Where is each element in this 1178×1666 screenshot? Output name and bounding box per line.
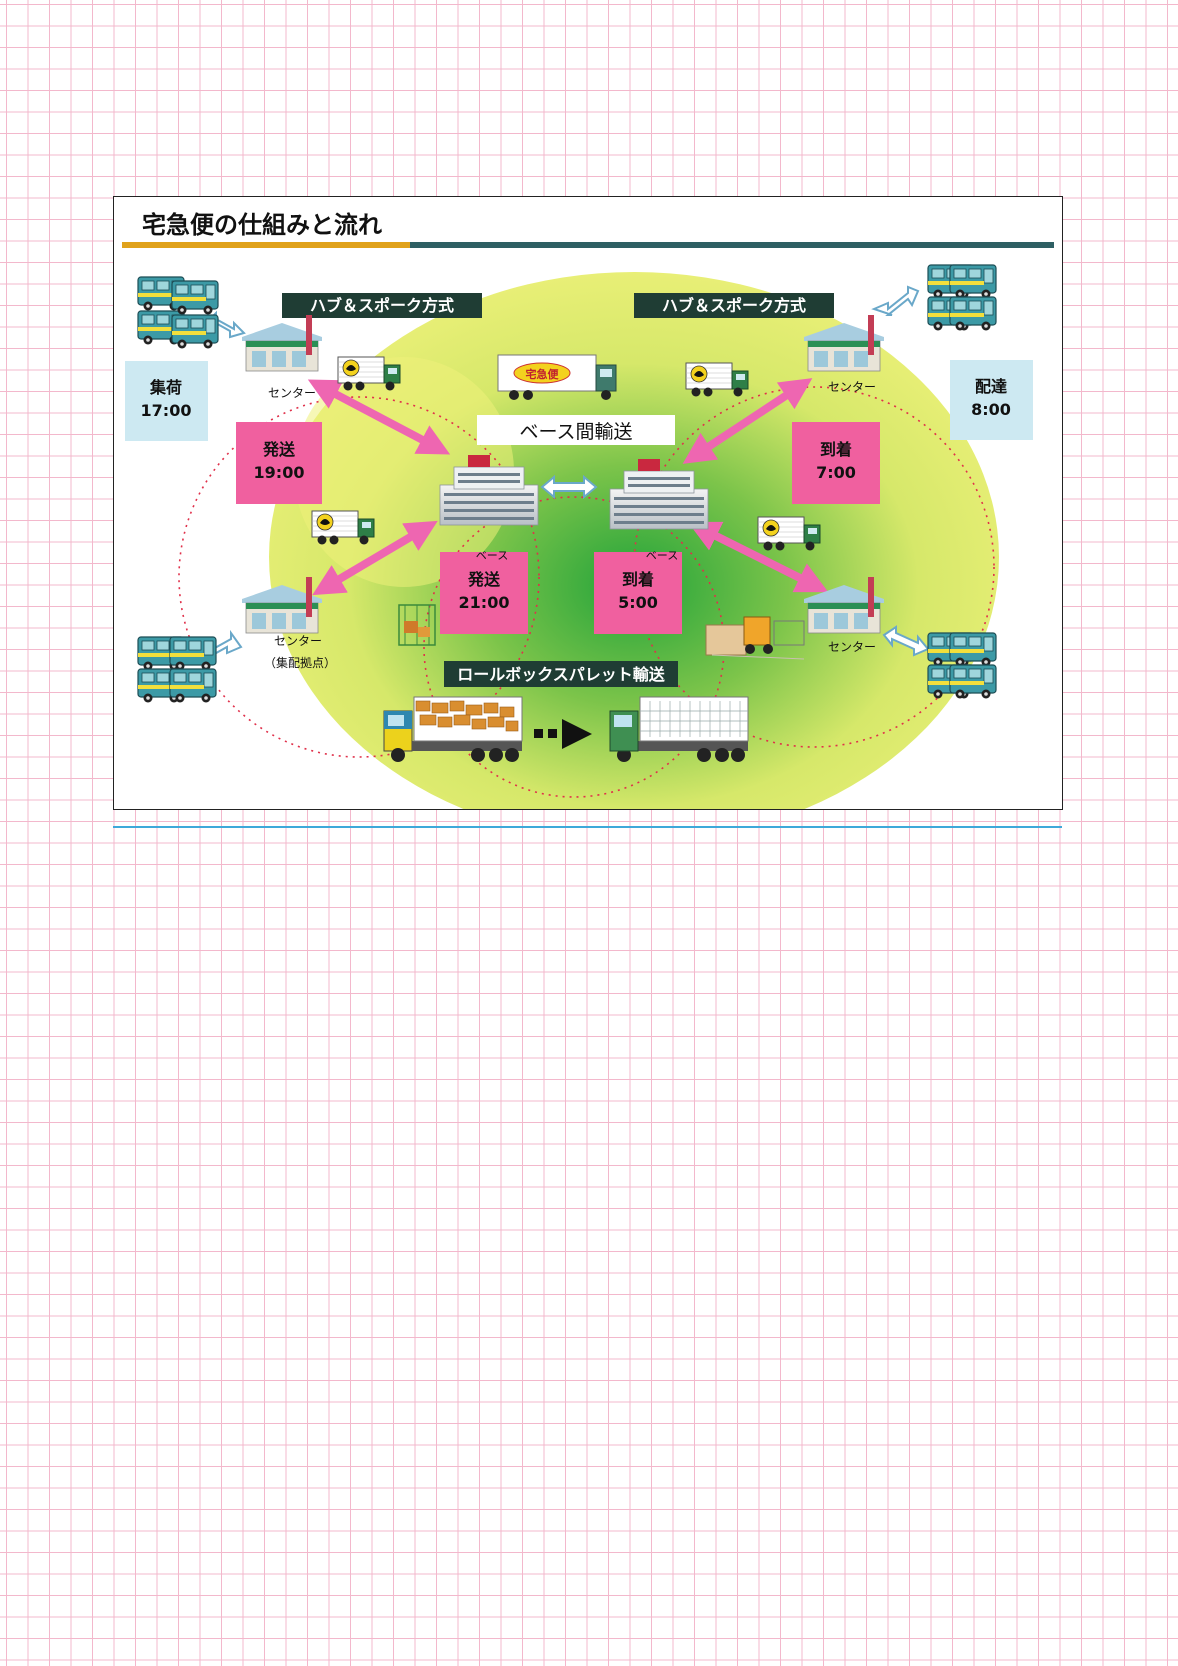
arrive-box-5: 到着 5:00 <box>594 552 682 634</box>
arrive-box-7: 到着 7:00 <box>792 422 880 504</box>
svg-text:センター: センター <box>828 380 876 394</box>
svg-text:ハブ＆スポーク方式: ハブ＆スポーク方式 <box>310 296 454 315</box>
center-top-left: センター <box>242 315 322 400</box>
svg-text:ロールボックスパレット輸送: ロールボックスパレット輸送 <box>457 665 666 684</box>
van-group-top-left <box>138 277 218 349</box>
hub-spoke-label-left: ハブ＆スポーク方式 <box>282 293 482 318</box>
page-divider <box>113 826 1062 828</box>
title-underline-teal <box>410 242 1054 248</box>
send-box-21: 発送 21:00 <box>440 552 528 634</box>
send-box-19: 発送 19:00 <box>236 422 322 504</box>
svg-text:宅急便: 宅急便 <box>526 367 560 381</box>
hub-spoke-label-right: ハブ＆スポーク方式 <box>634 293 834 318</box>
svg-text:発送: 発送 <box>262 440 296 459</box>
svg-text:発送: 発送 <box>467 570 501 589</box>
svg-text:到着: 到着 <box>820 440 852 459</box>
base-transport-label: ベース間輸送 <box>477 415 675 445</box>
svg-text:21:00: 21:00 <box>459 593 510 612</box>
diagram-svg: 宅急便の仕組みと流れ ハブ＆スポーク方式 ハブ＆スポーク方式 ロールボックスパレ… <box>114 197 1062 809</box>
svg-text:ベース: ベース <box>476 549 508 562</box>
roll-box-label: ロールボックスパレット輸送 <box>444 661 678 687</box>
van-group-bottom-left <box>138 637 216 703</box>
svg-text:配達: 配達 <box>975 377 1007 396</box>
diagram-figure: 宅急便の仕組みと流れ ハブ＆スポーク方式 ハブ＆スポーク方式 ロールボックスパレ… <box>113 196 1063 810</box>
deliver-box: 配達 8:00 <box>950 360 1033 440</box>
svg-text:センター: センター <box>828 640 876 654</box>
svg-text:7:00: 7:00 <box>816 463 856 482</box>
collect-box: 集荷 17:00 <box>125 361 208 441</box>
title-underline-orange <box>122 242 410 248</box>
svg-text:（集配拠点）: （集配拠点） <box>264 655 336 670</box>
svg-text:ベース間輸送: ベース間輸送 <box>519 421 632 443</box>
svg-text:ベース: ベース <box>646 549 678 562</box>
diagram-title: 宅急便の仕組みと流れ <box>142 211 382 239</box>
svg-text:センター: センター <box>274 634 322 648</box>
van-group-bottom-right <box>928 633 996 699</box>
svg-text:センター: センター <box>268 386 316 400</box>
svg-text:19:00: 19:00 <box>254 463 305 482</box>
svg-text:集荷: 集荷 <box>149 378 182 397</box>
svg-text:ハブ＆スポーク方式: ハブ＆スポーク方式 <box>662 296 806 315</box>
van-group-top-right <box>928 265 996 331</box>
svg-text:5:00: 5:00 <box>618 593 658 612</box>
svg-text:到着: 到着 <box>622 570 654 589</box>
svg-text:17:00: 17:00 <box>141 401 192 420</box>
svg-text:8:00: 8:00 <box>971 400 1011 419</box>
